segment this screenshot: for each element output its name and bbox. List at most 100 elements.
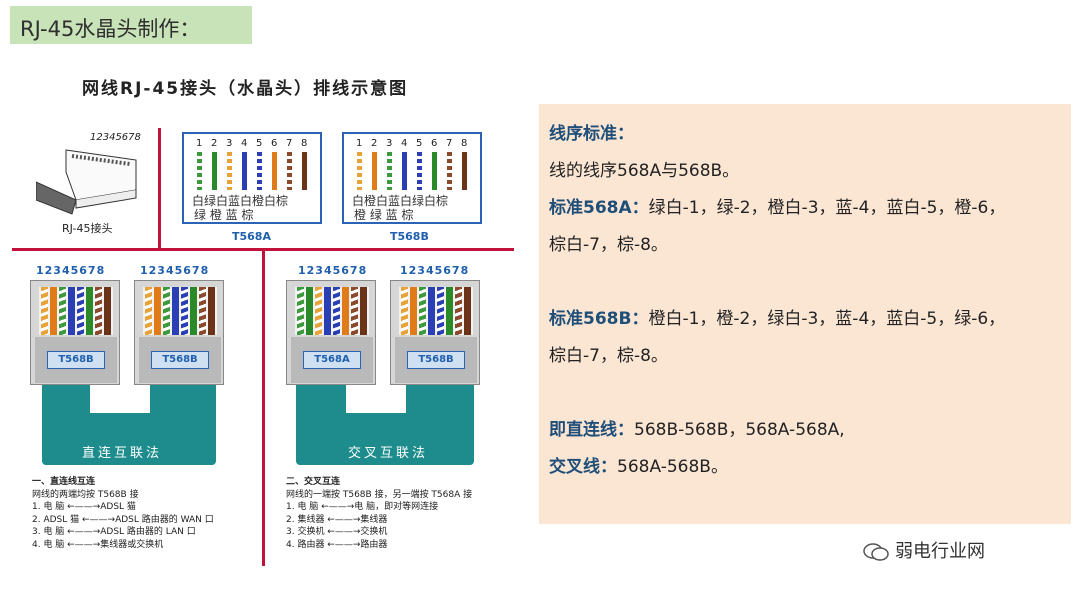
cross-cable-text: 568A-568B。: [617, 457, 728, 477]
plug-wire: [68, 287, 75, 335]
std-a-text: 绿白-1，绿-2，橙白-3，蓝-4，蓝白-5，橙-6，: [648, 198, 1006, 218]
t568a-wire: [227, 152, 232, 190]
straight-label: 直连互联法: [82, 446, 163, 461]
diagram-title: 网线RJ-45接头（水晶头）排线示意图: [82, 79, 409, 99]
t568b-wire: [402, 152, 407, 190]
straight-left-nums: 12345678: [36, 264, 106, 277]
t568b-pin-number: 5: [416, 138, 423, 149]
t568b-wire: [417, 152, 422, 190]
t568a-top-row: 白绿白蓝白橙白棕: [192, 194, 289, 208]
plug-wire: [154, 287, 161, 335]
plug-wire: [410, 287, 417, 335]
t568b-pin-number: 3: [386, 138, 393, 149]
cross-left-nums: 12345678: [298, 264, 368, 277]
t568a-pin-number: 7: [286, 138, 293, 149]
straight-right-nums: 12345678: [140, 264, 210, 277]
rj45-label: RJ-45接头: [62, 222, 113, 235]
t568a-wire: [287, 152, 292, 190]
cross-left-tag: T568A: [303, 351, 361, 369]
plug-wire: [428, 287, 435, 335]
note-line: 2. ADSL 猫 ←——→ADSL 路由器的 WAN 口: [32, 514, 214, 525]
plug-wire: [419, 287, 426, 335]
note-line: 4. 路由器 ←——→路由器: [286, 539, 388, 550]
note-line: 4. 电 脑 ←——→集线器或交换机: [32, 539, 164, 550]
plug-wire: [77, 287, 84, 335]
cross-right-plug: T568B: [390, 280, 480, 385]
plug-wire: [172, 287, 179, 335]
divider-horizontal: [12, 248, 514, 251]
t568a-pin-number: 1: [196, 138, 203, 149]
rj45-pin-numbers: 12345678: [90, 132, 141, 143]
plug-wire: [351, 287, 358, 335]
plug-wire: [190, 287, 197, 335]
t568a-wire: [302, 152, 307, 190]
slide-title: RJ-45水晶头制作：: [10, 6, 252, 44]
t568a-bottom-row: 绿 橙 蓝 棕: [194, 208, 254, 222]
t568a-wire: [242, 152, 247, 190]
plug-wire: [145, 287, 152, 335]
panel-line1: 线的线序568A与568B。: [549, 161, 740, 181]
t568a-wire: [212, 152, 217, 190]
std-b-text2: 棕白-7，棕-8。: [549, 346, 668, 366]
plug-wire: [59, 287, 66, 335]
note-line: 3. 电 脑 ←——→ADSL 路由器的 LAN 口: [32, 527, 196, 537]
t568b-pin-number: 7: [446, 138, 453, 149]
t568b-caption: T568B: [390, 230, 429, 243]
t568b-pin-number: 4: [401, 138, 408, 149]
t568a-pin-number: 5: [256, 138, 263, 149]
divider-vertical-top: [158, 128, 161, 250]
t568b-wire: [357, 152, 362, 190]
t568a-pin-number: 8: [301, 138, 308, 149]
t568b-pin-number: 2: [371, 138, 378, 149]
cross-right-nums: 12345678: [400, 264, 470, 277]
rj45-plug-icon: [36, 149, 137, 215]
plug-wire: [464, 287, 471, 335]
divider-vertical-bottom: [262, 250, 265, 566]
std-b-text: 橙白-1，橙-2，绿白-3，蓝-4，蓝白-5，绿-6，: [648, 309, 1006, 329]
note-line: 1. 电 脑 ←——→ADSL 猫: [32, 502, 136, 512]
standard-panel: 线序标准： 线的线序568A与568B。 标准568A：绿白-1，绿-2，橙白-…: [539, 104, 1071, 524]
plug-wire: [181, 287, 188, 335]
plug-wire: [104, 287, 111, 335]
plug-wire: [199, 287, 206, 335]
t568b-pin-number: 6: [431, 138, 438, 149]
std-b-label: 标准568B：: [549, 309, 649, 329]
plug-wire: [324, 287, 331, 335]
watermark: 弱电行业网: [863, 537, 985, 563]
plug-wire: [360, 287, 367, 335]
plug-wire: [315, 287, 322, 335]
note-line: 3. 交换机 ←——→交换机: [286, 527, 388, 537]
plug-wire: [50, 287, 57, 335]
t568b-wire: [447, 152, 452, 190]
t568b-pin-number: 1: [356, 138, 363, 149]
note-line: 2. 集线器 ←——→集线器: [286, 514, 388, 525]
plug-wire: [342, 287, 349, 335]
t568a-pin-number: 4: [241, 138, 248, 149]
t568a-caption: T568A: [232, 230, 271, 243]
note-line: 二、交叉互连: [286, 477, 341, 487]
t568b-pin-number: 8: [461, 138, 468, 149]
watermark-text: 弱电行业网: [895, 541, 985, 562]
t568a-pin-number: 3: [226, 138, 233, 149]
t568b-bottom-row: 橙 绿 蓝 棕: [354, 208, 414, 222]
wechat-icon: [863, 543, 889, 561]
plug-wire: [41, 287, 48, 335]
cross-right-tag: T568B: [407, 351, 465, 369]
t568a-wire: [272, 152, 277, 190]
note-line: 一、直连线互连: [32, 477, 96, 487]
plug-wire: [437, 287, 444, 335]
t568b-wire: [432, 152, 437, 190]
t568a-wire: [257, 152, 262, 190]
straight-left-tag: T568B: [47, 351, 105, 369]
t568a-pin-number: 2: [211, 138, 218, 149]
straight-cable-text: 568B-568B，568A-568A,: [634, 420, 845, 440]
plug-wire: [306, 287, 313, 335]
straight-right-tag: T568B: [151, 351, 209, 369]
t568b-top-row: 白橙白蓝白绿白棕: [352, 194, 449, 208]
plug-wire: [333, 287, 340, 335]
straight-right-plug: T568B: [134, 280, 224, 385]
